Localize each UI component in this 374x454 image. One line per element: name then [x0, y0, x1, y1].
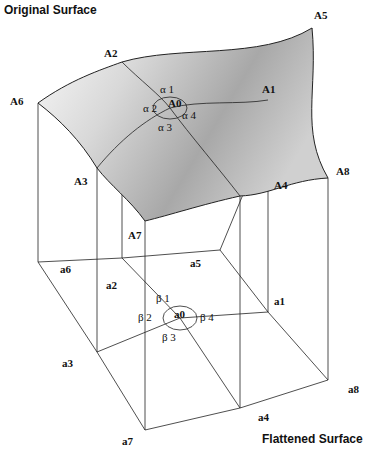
angle-label: α 3 [158, 122, 172, 133]
angle-label: α 4 [182, 110, 196, 121]
point-label: a8 [348, 384, 359, 395]
point-label: A3 [74, 176, 87, 187]
surface-title: Flattened Surface [262, 433, 363, 445]
point-label: A0 [168, 98, 181, 109]
angle-label: β 3 [162, 332, 176, 343]
point-label: a7 [122, 436, 133, 447]
point-label: A2 [104, 48, 117, 59]
point-label: a4 [258, 412, 269, 423]
angle-label: β 4 [200, 312, 214, 323]
angle-label: α 2 [143, 103, 157, 114]
angle-label: β 1 [156, 293, 170, 304]
point-label: a2 [106, 280, 117, 291]
angle-label: α 1 [160, 84, 174, 95]
point-label: A5 [314, 10, 327, 21]
point-label: A6 [10, 96, 23, 107]
point-label: A4 [274, 180, 287, 191]
point-label: A8 [336, 166, 349, 177]
point-label: a0 [174, 309, 185, 320]
point-label: A1 [262, 84, 275, 95]
point-label: a6 [60, 264, 71, 275]
point-label: a5 [190, 258, 201, 269]
surface-title: Original Surface [4, 4, 97, 16]
point-label: a1 [274, 296, 285, 307]
point-label: a3 [62, 358, 73, 369]
point-label: A7 [128, 230, 141, 241]
angle-label: β 2 [138, 312, 152, 323]
